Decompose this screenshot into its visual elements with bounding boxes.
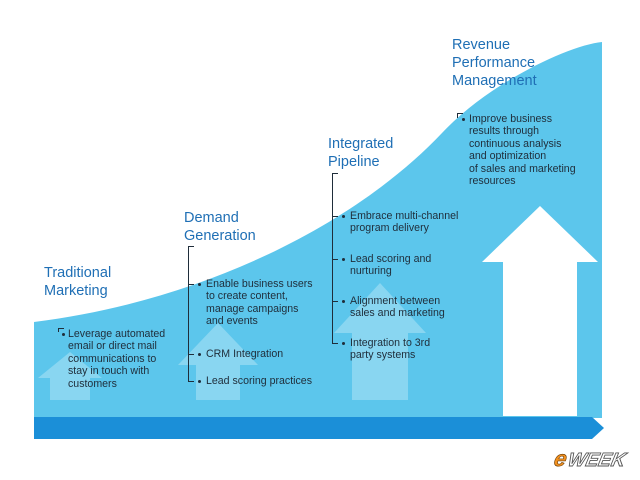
bracket-stage-3 [332, 173, 338, 344]
bullet-dot [462, 118, 465, 121]
bullet-dot [342, 215, 345, 218]
eweek-logo: e WEEK [552, 447, 630, 471]
bracket-stage-1 [58, 328, 64, 332]
eweek-logo-word: WEEK [566, 450, 629, 471]
faint-arrow-stage-1 [38, 352, 102, 400]
bullet-stage-2-item-1: Enable business users to create content,… [206, 278, 313, 328]
bracket-tick [332, 343, 338, 344]
bullet-stage-3-item-1: Embrace multi-channel program delivery [350, 210, 459, 235]
bullet-stage-3-item-4: Integration to 3rd party systems [350, 337, 431, 362]
bullet-dot [198, 380, 201, 383]
bracket-stage-2 [188, 246, 194, 382]
faint-arrow-stage-3 [334, 283, 426, 400]
bullet-stage-1-item-1: Leverage automated email or direct mail … [68, 328, 166, 390]
bullet-dot [342, 258, 345, 261]
big-arrow-up [482, 206, 598, 416]
bullet-dot [342, 300, 345, 303]
bullet-dot [198, 283, 201, 286]
growth-curve-area [34, 42, 602, 418]
bullet-stage-4-item-1: Improve business results through continu… [469, 113, 576, 188]
eweek-logo-letter: e [552, 447, 569, 471]
bullet-stage-3-item-2: Lead scoring and nurturing [350, 253, 432, 278]
bullet-dot [62, 333, 65, 336]
bullet-dot [342, 342, 345, 345]
stage-title-revenue-performance-management: Revenue Performance Management [452, 37, 537, 89]
bracket-tick [332, 301, 338, 302]
base-timeline-arrow [34, 417, 604, 439]
stage-title-integrated-pipeline: Integrated Pipeline [328, 136, 394, 170]
bullet-stage-3-item-3: Alignment between sales and marketing [350, 295, 445, 320]
stage-title-traditional-marketing: Traditional Marketing [44, 265, 112, 299]
bullet-stage-2-item-2: CRM Integration [206, 348, 284, 360]
bracket-tick [332, 259, 338, 260]
bracket-tick [332, 216, 338, 217]
bracket-tick [188, 284, 194, 285]
bracket-tick [188, 381, 194, 382]
bullet-stage-2-item-3: Lead scoring practices [206, 375, 312, 387]
bracket-stage-4 [457, 113, 463, 118]
stage-title-demand-generation: Demand Generation [184, 210, 256, 244]
bracket-tick [188, 354, 194, 355]
bullet-dot [198, 353, 201, 356]
